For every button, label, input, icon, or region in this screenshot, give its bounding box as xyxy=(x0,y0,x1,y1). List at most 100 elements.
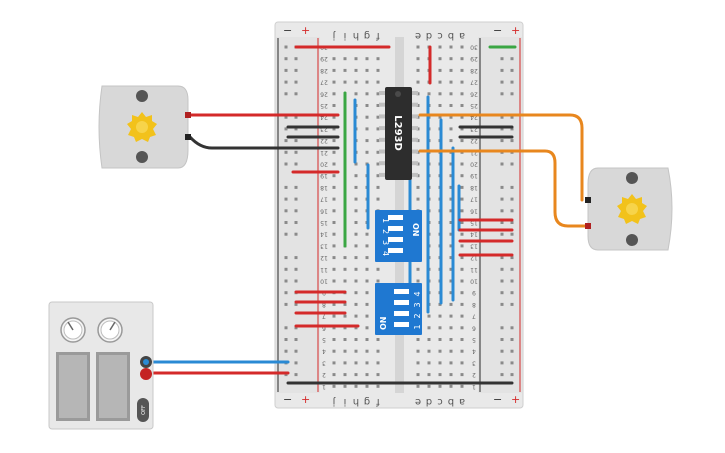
rail-hole[interactable] xyxy=(294,139,298,143)
breadboard-hole[interactable] xyxy=(438,302,442,306)
breadboard-hole[interactable] xyxy=(438,384,442,388)
rail-hole[interactable] xyxy=(510,57,514,61)
breadboard-hole[interactable] xyxy=(416,338,420,341)
rail-hole[interactable] xyxy=(284,162,288,166)
breadboard-hole[interactable] xyxy=(427,326,431,330)
rail-hole[interactable] xyxy=(284,232,288,236)
breadboard-hole[interactable] xyxy=(460,162,464,166)
rail-hole[interactable] xyxy=(294,373,298,377)
rail-hole[interactable] xyxy=(284,209,288,213)
rail-hole[interactable] xyxy=(284,349,288,353)
rail-hole[interactable] xyxy=(510,232,514,236)
motor-left-terminal-black[interactable] xyxy=(185,134,191,140)
motor-right-terminal-black[interactable] xyxy=(585,197,591,203)
breadboard-hole[interactable] xyxy=(427,92,431,96)
breadboard-hole[interactable] xyxy=(416,267,420,271)
breadboard-hole[interactable] xyxy=(365,115,369,119)
breadboard-hole[interactable] xyxy=(332,115,336,119)
breadboard-hole[interactable] xyxy=(449,232,453,236)
rail-hole[interactable] xyxy=(510,209,514,213)
breadboard-hole[interactable] xyxy=(365,232,369,236)
rail-hole[interactable] xyxy=(294,326,298,330)
breadboard-hole[interactable] xyxy=(365,267,369,271)
breadboard-hole[interactable] xyxy=(438,373,442,377)
rail-hole[interactable] xyxy=(294,279,298,283)
breadboard-hole[interactable] xyxy=(438,115,442,119)
breadboard-hole[interactable] xyxy=(460,232,464,236)
breadboard-hole[interactable] xyxy=(449,326,453,330)
breadboard-hole[interactable] xyxy=(332,349,336,353)
breadboard-hole[interactable] xyxy=(460,185,464,189)
breadboard-hole[interactable] xyxy=(427,314,431,318)
rail-hole[interactable] xyxy=(510,221,514,224)
rail-hole[interactable] xyxy=(500,267,504,271)
breadboard-hole[interactable] xyxy=(354,197,358,201)
breadboard-hole[interactable] xyxy=(365,92,369,96)
rail-hole[interactable] xyxy=(284,127,288,131)
rail-hole[interactable] xyxy=(284,115,288,119)
rail-hole[interactable] xyxy=(510,185,514,189)
rail-hole[interactable] xyxy=(510,68,514,72)
breadboard-hole[interactable] xyxy=(438,314,442,318)
breadboard-hole[interactable] xyxy=(449,384,453,388)
breadboard-hole[interactable] xyxy=(460,314,464,318)
wire-orange-1[interactable] xyxy=(418,113,584,202)
breadboard-hole[interactable] xyxy=(354,185,358,189)
breadboard-hole[interactable] xyxy=(438,361,442,365)
breadboard-hole[interactable] xyxy=(460,302,464,306)
rail-hole[interactable] xyxy=(294,162,298,166)
breadboard-hole[interactable] xyxy=(332,326,336,330)
breadboard-hole[interactable] xyxy=(376,338,380,341)
breadboard-hole[interactable] xyxy=(376,197,380,201)
breadboard-hole[interactable] xyxy=(449,279,453,283)
rail-hole[interactable] xyxy=(510,267,514,271)
breadboard-hole[interactable] xyxy=(332,302,336,306)
breadboard-hole[interactable] xyxy=(416,279,420,283)
breadboard-hole[interactable] xyxy=(332,267,336,271)
breadboard-hole[interactable] xyxy=(460,326,464,330)
breadboard-hole[interactable] xyxy=(354,279,358,283)
breadboard-hole[interactable] xyxy=(416,80,420,84)
rail-hole[interactable] xyxy=(500,279,504,283)
breadboard-hole[interactable] xyxy=(438,57,442,61)
rail-hole[interactable] xyxy=(294,361,298,365)
breadboard-hole[interactable] xyxy=(438,68,442,72)
breadboard-hole[interactable] xyxy=(449,349,453,353)
breadboard-hole[interactable] xyxy=(376,139,380,143)
breadboard-hole[interactable] xyxy=(365,244,369,248)
breadboard-hole[interactable] xyxy=(354,68,358,72)
positive-terminal[interactable] xyxy=(140,368,152,380)
breadboard-hole[interactable] xyxy=(332,197,336,201)
rail-hole[interactable] xyxy=(294,338,298,341)
rail-hole[interactable] xyxy=(510,361,514,365)
breadboard-hole[interactable] xyxy=(332,361,336,365)
breadboard-hole[interactable] xyxy=(460,338,464,341)
rail-hole[interactable] xyxy=(500,57,504,61)
breadboard-hole[interactable] xyxy=(416,185,420,189)
breadboard-hole[interactable] xyxy=(354,326,358,330)
rail-hole[interactable] xyxy=(284,197,288,201)
breadboard-hole[interactable] xyxy=(343,57,347,61)
breadboard-hole[interactable] xyxy=(416,68,420,72)
rail-hole[interactable] xyxy=(294,127,298,131)
rail-hole[interactable] xyxy=(500,139,504,143)
breadboard-hole[interactable] xyxy=(460,68,464,72)
breadboard-hole[interactable] xyxy=(460,127,464,131)
breadboard-hole[interactable] xyxy=(365,361,369,365)
rail-hole[interactable] xyxy=(500,162,504,166)
rail-hole[interactable] xyxy=(294,92,298,96)
breadboard-hole[interactable] xyxy=(460,384,464,388)
breadboard-hole[interactable] xyxy=(365,279,369,283)
rail-hole[interactable] xyxy=(510,326,514,330)
breadboard-hole[interactable] xyxy=(416,197,420,201)
breadboard-hole[interactable] xyxy=(332,174,336,178)
rail-hole[interactable] xyxy=(284,45,288,49)
breadboard-hole[interactable] xyxy=(343,384,347,388)
breadboard-hole[interactable] xyxy=(332,68,336,72)
motor-left-terminal-red[interactable] xyxy=(185,112,191,118)
breadboard-hole[interactable] xyxy=(376,349,380,353)
breadboard-hole[interactable] xyxy=(354,338,358,341)
breadboard-hole[interactable] xyxy=(416,57,420,61)
breadboard-hole[interactable] xyxy=(460,349,464,353)
breadboard-hole[interactable] xyxy=(376,92,380,96)
